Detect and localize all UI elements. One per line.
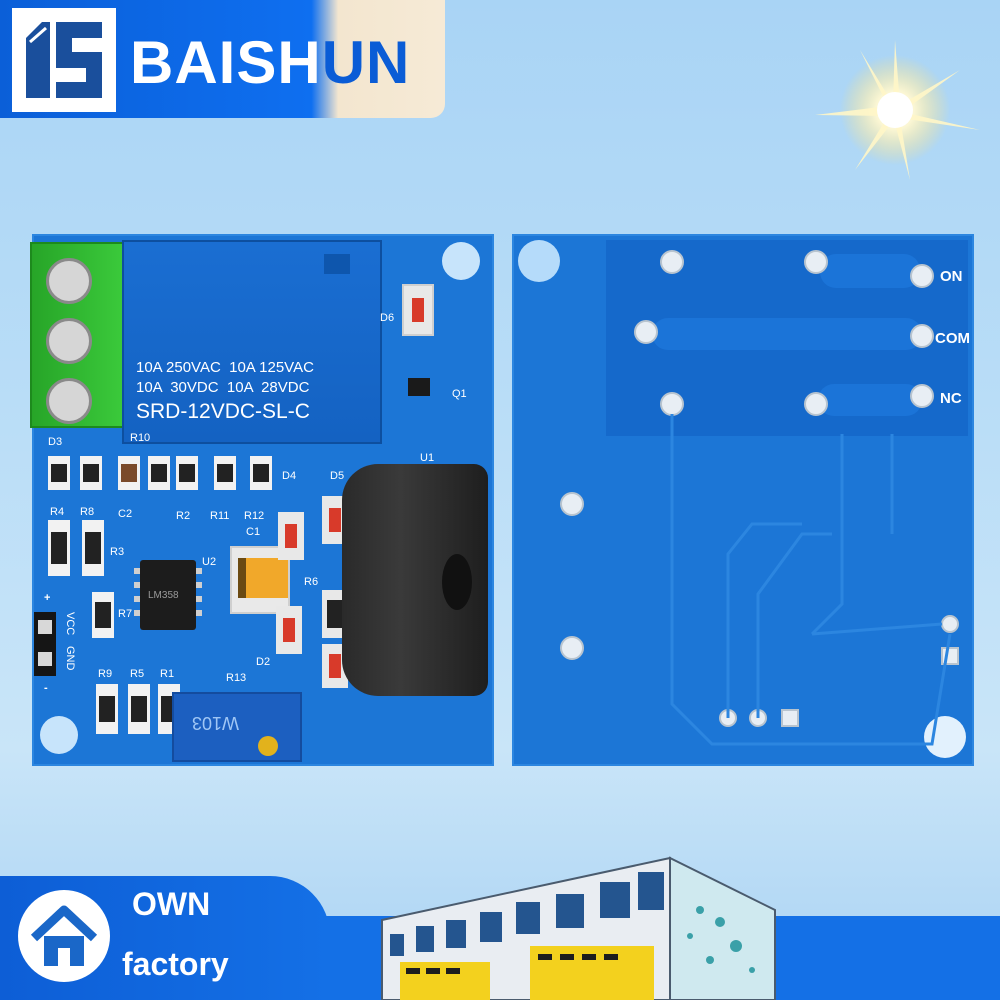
brand-logo-mark [18,14,110,106]
diode-d4 [278,512,304,560]
mounting-hole [442,242,480,280]
brand-logo [12,8,116,112]
label-q1: Q1 [452,388,467,400]
pin-header [34,612,56,676]
label-com: COM [935,330,970,347]
pot-knob-icon [258,736,278,756]
label-r1: R1 [160,668,175,680]
brand-name-head: BAISH [130,29,322,96]
diode-d6 [402,284,434,336]
label-r12: R12 [244,510,265,522]
label-c1: C1 [246,526,261,538]
label-minus: - [44,682,48,694]
label-d6: D6 [380,312,395,324]
label-u1: U1 [420,452,435,464]
label-r11: R11 [210,510,230,522]
label-c2: C2 [118,508,133,520]
label-on: ON [940,268,963,285]
potentiometer: W103 [172,692,302,762]
resistor-r5 [128,684,150,734]
pot-label: W103 [192,713,240,733]
label-u2: U2 [202,556,217,568]
transistor-q1 [408,378,430,396]
label-r10: R10 [130,432,151,444]
trace-on [820,254,920,288]
label-d4: D4 [282,470,297,482]
diode-d2 [276,606,302,654]
resistor-r9 [96,684,118,734]
factory-building-icon [381,856,776,1000]
label-r7: R7 [118,608,133,620]
label-vcc: VCC [64,612,76,636]
label-r2: R2 [176,510,191,522]
trace-nc [818,384,922,416]
label-r6: R6 [304,576,319,588]
relay [122,240,382,444]
relay-rating-1: 10A 250VAC 10A 125VAC [136,359,314,376]
label-d5: D5 [330,470,345,482]
footer-line1: OWN [132,886,211,922]
ic-lm358: LM358 [134,560,202,630]
footer-line2: factory [122,946,229,982]
brand-name-tail: UN [321,29,411,96]
solder-pads [560,250,959,746]
resistor-r4 [48,520,70,576]
mounting-hole [40,716,78,754]
trace-com [652,318,922,350]
resistor-r7 [92,592,114,638]
label-d2: D2 [256,656,271,668]
label-plus: + [44,592,51,604]
label-gnd: GND [64,646,76,671]
label-r9: R9 [98,668,113,680]
current-transformer [342,464,488,696]
resistor-row [44,446,304,502]
relay-model: SRD-12VDC-SL-C [136,400,310,423]
home-icon [18,890,110,982]
brand-name: BAISHUN [130,28,410,97]
label-r4: R4 [50,506,65,518]
chip-label: LM358 [148,590,179,601]
relay-tab [324,254,350,274]
label-r13: R13 [226,672,247,684]
screw-icon [46,258,92,304]
relay-rating-2: 10A 30VDC 10A 28VDC [136,379,310,396]
label-r3: R3 [110,546,125,558]
screw-icon [46,378,92,424]
sun-flare-icon [815,40,980,180]
mounting-hole [924,716,966,758]
resistor-r8 [82,520,104,576]
label-nc: NC [940,390,962,407]
screw-icon [46,318,92,364]
label-r8: R8 [80,506,95,518]
label-d3: D3 [48,436,63,448]
mounting-hole [518,240,560,282]
label-r5: R5 [130,668,145,680]
